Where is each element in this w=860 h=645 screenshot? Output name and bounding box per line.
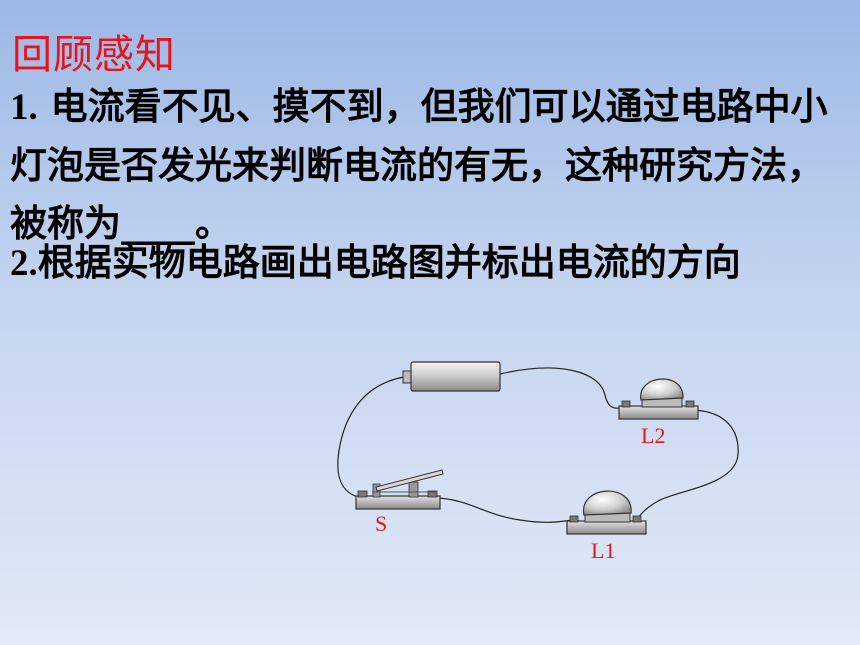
wire-lamp2-lamp1 xyxy=(635,409,739,522)
wire-battery-lamp2 xyxy=(499,367,625,409)
wire-switch-lamp1 xyxy=(437,497,573,523)
wires xyxy=(337,367,739,523)
lamp-l2 xyxy=(618,378,699,420)
wire-battery-switch xyxy=(337,376,405,498)
question-2-text: 根据实物电路画出电路图并标出电流的方向 xyxy=(37,241,741,284)
question-1-text: 电流看不见、摸不到，但我们可以通过电路中小灯泡是否发光来判断电流的有无，这种研究… xyxy=(10,85,828,245)
lamp-l1 xyxy=(566,490,647,535)
question-2-number: 2. xyxy=(10,243,38,284)
slide-title: 回顾感知 xyxy=(12,32,176,78)
lamp-l2-label: L2 xyxy=(641,423,665,448)
switch-s-label: S xyxy=(375,511,387,536)
battery xyxy=(402,361,501,392)
question-2: 2.根据实物电路画出电路图并标出电流的方向 xyxy=(10,234,850,293)
question-1-number: 1. xyxy=(10,87,38,128)
question-1: 1. 电流看不见、摸不到，但我们可以通过电路中小灯泡是否发光来判断电流的有无，这… xyxy=(10,78,850,253)
switch-s xyxy=(355,469,444,510)
lamp-l1-label: L1 xyxy=(591,538,615,563)
